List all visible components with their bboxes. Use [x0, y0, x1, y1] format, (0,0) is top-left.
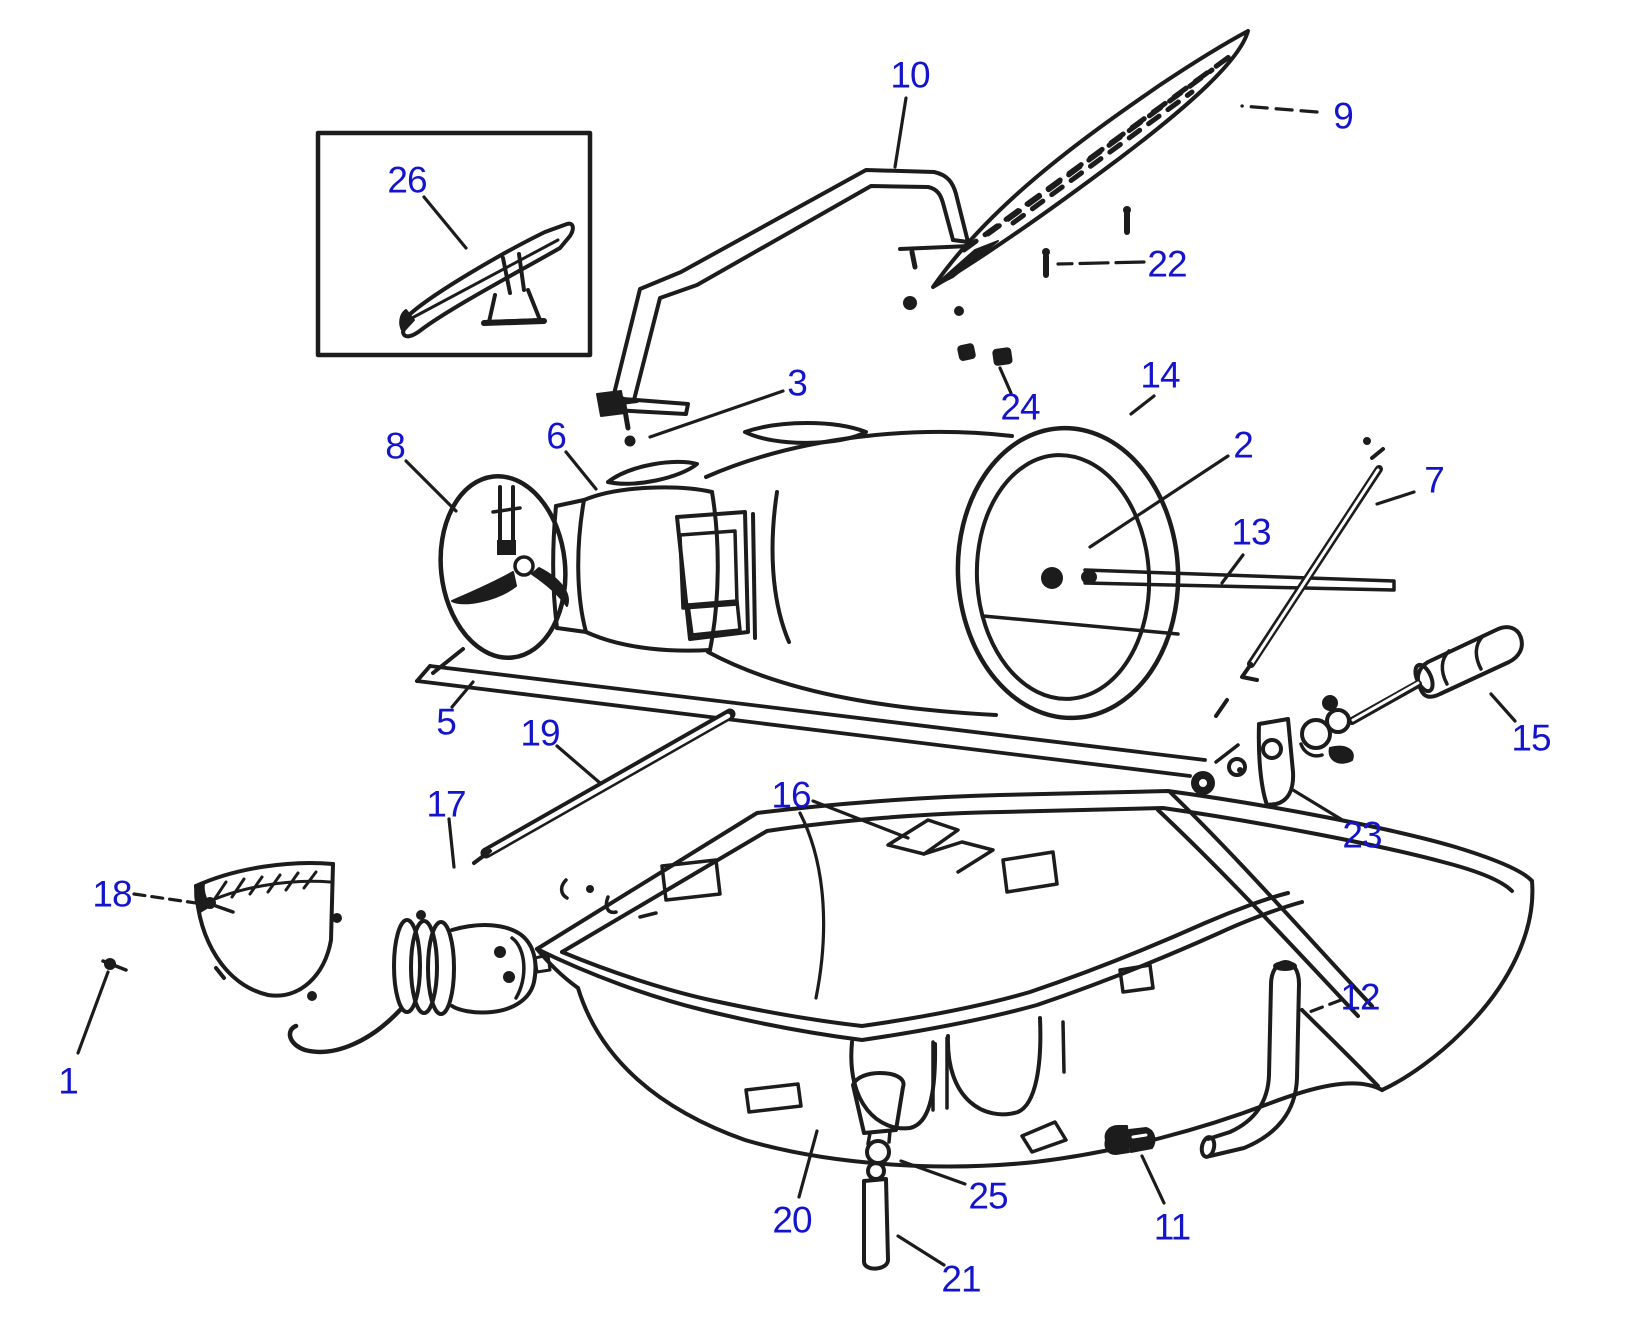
fuel-tank-shell [535, 789, 1535, 1169]
leader-13 [1220, 553, 1245, 585]
mounting-shelf [415, 647, 1240, 778]
callout-label-22: 22 [1147, 243, 1187, 285]
callout-label-7: 7 [1424, 459, 1445, 501]
small-screws-and-nuts [957, 206, 1131, 366]
leader-9 [1240, 104, 1319, 114]
leader-10 [893, 96, 908, 169]
leader-16 [811, 799, 910, 840]
callout-label-14: 14 [1140, 354, 1180, 396]
leader-2 [1088, 454, 1230, 549]
support-strip [472, 708, 736, 865]
callout-label-9: 9 [1333, 95, 1354, 137]
pivot-bracket [1191, 717, 1296, 807]
leader-lines [76, 96, 1517, 1267]
leader-3 [648, 389, 785, 439]
callout-label-26: 26 [387, 159, 427, 201]
callout-label-16: 16 [771, 774, 811, 816]
leader-6 [564, 450, 598, 491]
leader-17 [447, 817, 456, 869]
leader-7 [1375, 490, 1416, 506]
callout-label-17: 17 [426, 783, 466, 825]
callout-label-20: 20 [772, 1199, 812, 1241]
leader-18 [132, 892, 205, 906]
leader-22 [1056, 260, 1146, 266]
leader-25 [899, 1159, 967, 1186]
leader-16b [798, 811, 826, 1000]
callout-label-11: 11 [1153, 1206, 1191, 1248]
motor [551, 421, 868, 653]
callout-label-23: 23 [1342, 814, 1382, 856]
fuel-hose [1199, 960, 1301, 1159]
drain-fitting [1104, 1125, 1156, 1155]
callout-label-21: 21 [941, 1258, 981, 1300]
control-grip [1299, 625, 1524, 764]
callout-label-13: 13 [1231, 511, 1271, 553]
leader-24 [998, 366, 1013, 395]
leader-21 [896, 1234, 946, 1267]
leader-23 [1291, 788, 1346, 823]
leader-12 [1302, 998, 1343, 1016]
junction-box [675, 510, 757, 641]
callout-label-15: 15 [1511, 717, 1551, 759]
callout-label-6: 6 [546, 415, 567, 457]
leader-20 [797, 1129, 819, 1199]
leader-26 [422, 195, 468, 250]
leader-15 [1489, 692, 1517, 723]
callout-label-24: 24 [1000, 386, 1040, 428]
callout-label-10: 10 [890, 54, 930, 96]
leader-1 [76, 970, 110, 1055]
leader-19 [555, 744, 602, 785]
callout-label-25: 25 [968, 1175, 1008, 1217]
end-cover-dome [101, 860, 335, 998]
grille-screen [931, 29, 1250, 289]
inset-box [315, 130, 593, 358]
callout-label-8: 8 [385, 425, 406, 467]
callout-label-5: 5 [436, 701, 457, 743]
top-handle [596, 168, 972, 447]
callout-label-1: 1 [58, 1060, 79, 1102]
fan [438, 474, 569, 660]
combustion-cylinder [704, 425, 1396, 721]
fuel-pump [287, 910, 552, 1055]
igniter-rod [1214, 437, 1385, 718]
callout-label-19: 19 [520, 712, 560, 754]
leader-8 [404, 459, 458, 513]
callout-label-2: 2 [1233, 424, 1254, 466]
leader-14 [1129, 394, 1156, 416]
float-valve-and-tube [851, 1071, 906, 1271]
callout-label-3: 3 [787, 362, 808, 404]
leader-5 [450, 680, 475, 709]
callout-label-12: 12 [1340, 976, 1380, 1018]
leader-11 [1140, 1154, 1166, 1205]
callout-label-18: 18 [92, 873, 132, 915]
